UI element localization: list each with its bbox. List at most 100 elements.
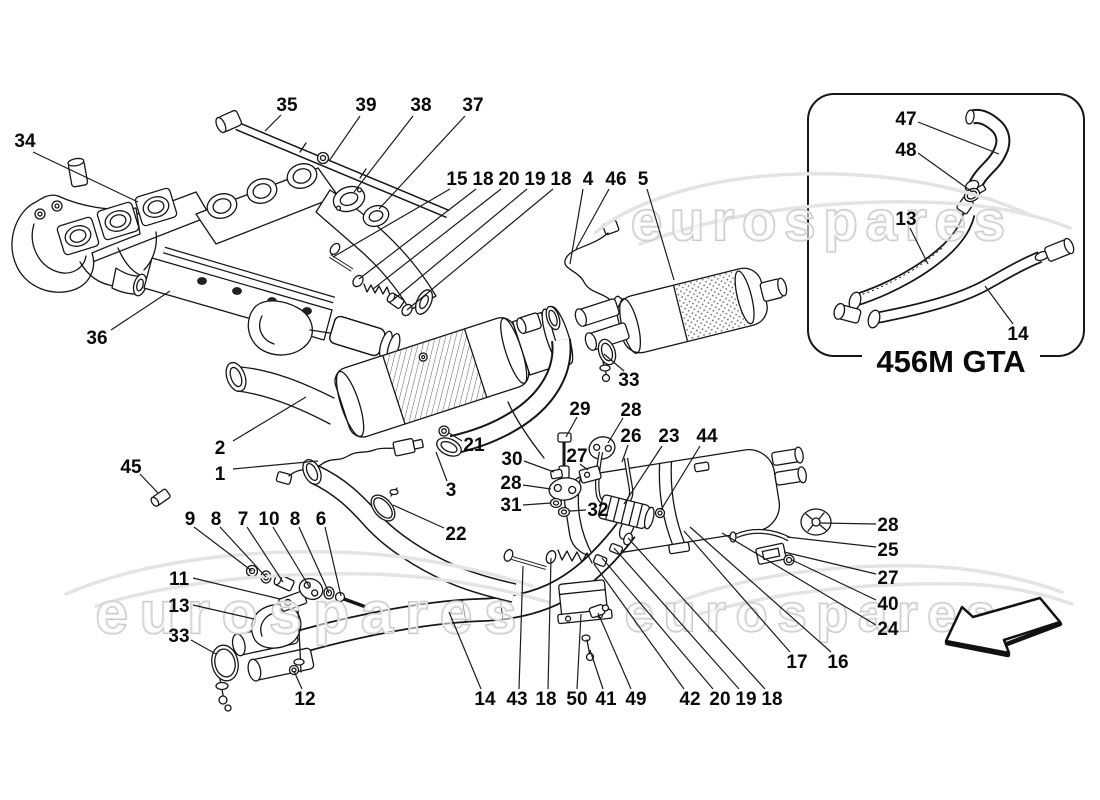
flex-coupling (598, 494, 666, 530)
inset-pipes (833, 196, 1075, 329)
part-label-33: 33 (168, 626, 189, 647)
part-label-31: 31 (500, 495, 522, 516)
part-label-18: 18 (550, 169, 571, 190)
part-label-46: 46 (605, 169, 626, 190)
part-label-21: 21 (463, 435, 485, 456)
part-label-41: 41 (595, 689, 617, 710)
part-label-14: 14 (1007, 324, 1029, 345)
gasket (332, 185, 366, 213)
leader-line-43 (518, 565, 524, 690)
valve-block (557, 579, 613, 625)
part-label-34: 34 (14, 131, 36, 152)
part-label-13: 13 (168, 596, 189, 617)
part-label-30: 30 (501, 449, 522, 470)
leader-line-14 (448, 611, 482, 690)
leader-line-23 (623, 445, 663, 505)
part-label-44: 44 (696, 426, 718, 447)
inset-caption: 456M GTA (876, 344, 1025, 379)
part-label-17: 17 (786, 652, 807, 673)
leader-line-32 (569, 509, 587, 512)
exhaust-manifold-left (11, 157, 211, 297)
direction-arrow-icon (944, 596, 1063, 658)
part-label-10: 10 (258, 509, 279, 530)
part-label-19: 19 (735, 689, 756, 710)
leader-line-5 (646, 188, 675, 281)
part-label-28: 28 (620, 400, 641, 421)
leader-line-24 (721, 532, 877, 626)
part-label-23: 23 (658, 426, 679, 447)
leader-line-15 (332, 188, 451, 258)
part-label-42: 42 (679, 689, 700, 710)
leader-line-40 (791, 559, 877, 601)
leader-line-34 (32, 151, 139, 203)
part-label-20: 20 (498, 169, 519, 190)
leader-line-27 (579, 463, 589, 471)
part-label-11: 11 (169, 569, 190, 590)
leader-line-25 (786, 536, 877, 548)
leader-line-30 (523, 460, 555, 473)
leader-line-39 (328, 115, 361, 162)
part-label-3: 3 (446, 480, 457, 501)
clamp (370, 487, 399, 522)
part-label-6: 6 (316, 509, 327, 530)
part-label-28: 28 (877, 515, 898, 536)
leader-line-13 (909, 227, 929, 265)
leader-line-10 (272, 526, 311, 589)
leader-line-20 (601, 557, 714, 690)
part-label-32: 32 (587, 500, 608, 521)
part-label-13: 13 (895, 209, 916, 230)
part-label-16: 16 (827, 652, 848, 673)
part-label-9: 9 (185, 509, 196, 530)
leader-line-46 (575, 188, 610, 250)
watermark-text-1: eurospares (631, 189, 1013, 252)
part-label-48: 48 (895, 140, 916, 161)
leader-line-18 (547, 557, 552, 690)
part-label-2: 2 (215, 438, 226, 459)
leader-line-8 (298, 526, 330, 594)
part-label-47: 47 (895, 109, 916, 130)
leader-line-45 (139, 473, 159, 494)
clip-45 (150, 488, 171, 507)
lambda-sensor-front (275, 438, 424, 485)
part-label-19: 19 (524, 169, 545, 190)
part-label-38: 38 (410, 95, 431, 116)
leader-line-41 (589, 649, 604, 690)
leader-line-22 (392, 504, 445, 529)
part-label-15: 15 (446, 169, 468, 190)
part-label-50: 50 (566, 689, 587, 710)
leader-line-13 (192, 604, 255, 620)
part-label-26: 26 (620, 426, 641, 447)
leader-line-47 (917, 121, 1000, 155)
leader-line-11 (192, 577, 281, 600)
exhaust-manifold-lower (143, 246, 401, 362)
leader-line-1 (232, 460, 319, 470)
leader-line-28 (819, 522, 877, 525)
part-label-49: 49 (625, 689, 646, 710)
part-label-1: 1 (215, 464, 226, 485)
part-label-36: 36 (86, 328, 107, 349)
leader-line-44 (660, 445, 701, 511)
leader-line-49 (597, 612, 632, 690)
leader-line-28 (607, 417, 624, 444)
leader-line-8 (219, 526, 267, 578)
leader-line-18 (406, 188, 554, 311)
part-label-18: 18 (761, 689, 782, 710)
part-label-18: 18 (535, 689, 556, 710)
rubber-mount (800, 508, 832, 536)
leader-lines (32, 114, 1014, 690)
leader-line-38 (353, 115, 414, 193)
part-label-39: 39 (355, 95, 376, 116)
part-label-22: 22 (445, 524, 466, 545)
part-label-37: 37 (462, 95, 483, 116)
leader-line-26 (621, 444, 629, 463)
part-label-25: 25 (877, 540, 899, 561)
clamp (211, 644, 239, 712)
muffler-mounts-right (729, 508, 832, 566)
leader-line-21 (448, 432, 463, 442)
leader-line-31 (522, 502, 552, 506)
part-label-8: 8 (290, 509, 301, 530)
part-label-20: 20 (709, 689, 730, 710)
part-label-33: 33 (618, 370, 639, 391)
